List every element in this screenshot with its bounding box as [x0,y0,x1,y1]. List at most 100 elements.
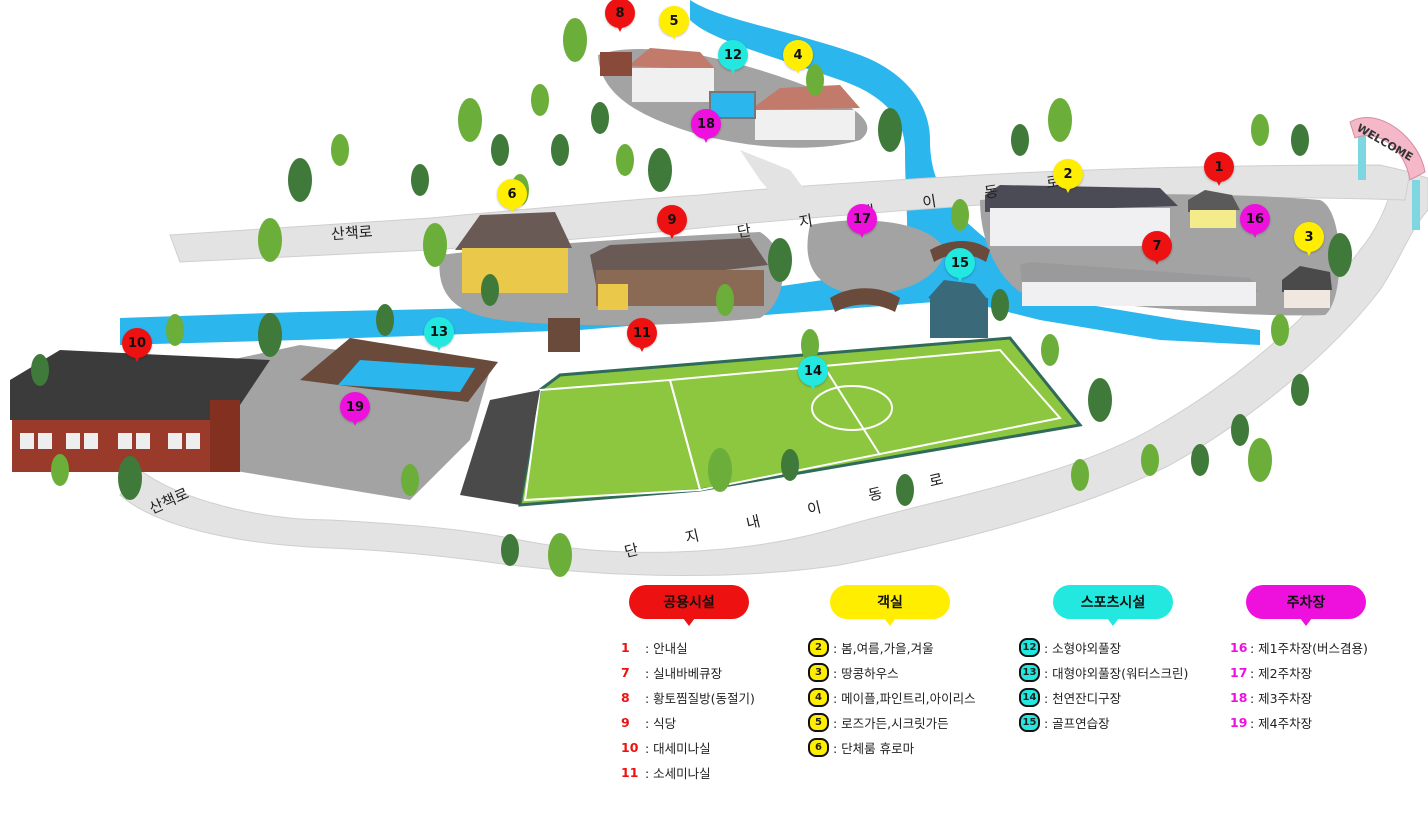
building-8 [600,52,632,76]
marker-1[interactable]: 1 [1204,152,1234,190]
tree [288,158,312,202]
legend-item: 9 : 식당 [621,710,755,735]
legend-label: : 제4주차장 [1250,716,1313,731]
tree [31,354,49,386]
marker-8[interactable]: 8 [605,0,635,36]
marker-9[interactable]: 9 [657,205,687,243]
tree [1141,444,1159,476]
legend-number: 8 [621,690,630,705]
legend-label: : 봄,여름,가을,겨울 [833,641,934,656]
marker-6[interactable]: 6 [497,179,527,217]
marker-tail [434,341,444,351]
trees [31,18,1352,577]
marker-15[interactable]: 15 [945,248,975,286]
tree [118,456,142,500]
marker-16[interactable]: 16 [1240,204,1270,242]
legend-item: 16: 제1주차장(버스겸용) [1230,635,1368,660]
marker-10[interactable]: 10 [122,328,152,366]
tree [491,134,509,166]
tree [166,314,184,346]
tree [1041,334,1059,366]
marker-tail [637,342,647,352]
tree [51,454,69,486]
pool-13 [300,338,498,402]
tree [376,304,394,336]
map-illustration: WELCOME [10,0,1428,577]
legend-label: : 단체룸 휴로마 [833,741,915,756]
marker-number: 12 [718,40,748,70]
legend-item: 19: 제4주차장 [1230,710,1368,735]
marker-11[interactable]: 11 [627,318,657,356]
marker-number: 18 [691,109,721,139]
marker-12[interactable]: 12 [718,40,748,78]
marker-tail [350,416,360,426]
legend-label: : 제2주차장 [1250,666,1313,681]
tree [401,464,419,496]
legend-number: 1 [621,640,630,655]
tree [1071,459,1089,491]
tree [458,98,482,142]
tree [258,218,282,262]
legend-item: 3: 땅콩하우스 [808,660,976,685]
legend-label: : 안내실 [645,641,688,656]
legend-number-badge: 13 [1019,663,1040,682]
legend-number-badge: 12 [1019,638,1040,657]
marker-3[interactable]: 3 [1294,222,1324,260]
marker-17[interactable]: 17 [847,204,877,242]
legend-number: 18 [1230,690,1248,705]
legend-number: 19 [1230,715,1248,730]
legend-label: : 골프연습장 [1044,716,1110,731]
legend-title: 스포츠시설 [1053,585,1173,626]
bridge-mid [830,288,900,312]
building-15 [928,280,988,338]
marker-tail [857,228,867,238]
marker-tail [701,133,711,143]
legend-number-badge: 14 [1019,688,1040,707]
river [120,0,1260,345]
marker-18[interactable]: 18 [691,109,721,147]
tree [1251,114,1269,146]
tree [1328,233,1352,277]
marker-2[interactable]: 2 [1053,159,1083,197]
marker-19[interactable]: 19 [340,392,370,430]
tree [501,534,519,566]
tree [1291,124,1309,156]
legend-number: 10 [621,740,639,755]
legend-label: : 대세미나실 [645,741,711,756]
legend-label: : 제1주차장(버스겸용) [1250,641,1368,656]
road-outer [119,169,1428,577]
marker-14[interactable]: 14 [798,356,828,394]
tree [1291,374,1309,406]
legend-label: : 식당 [645,716,677,731]
tree [481,274,499,306]
tree [1271,314,1289,346]
legend-number-badge: 3 [808,663,829,682]
marker-4[interactable]: 4 [783,40,813,78]
legend-label: : 대형야외풀장(워터스크린) [1044,666,1189,681]
legend-number-badge: 4 [808,688,829,707]
legend-title: 객실 [830,585,950,626]
tree [1248,438,1272,482]
marker-7[interactable]: 7 [1142,231,1172,269]
marker-5[interactable]: 5 [659,6,689,44]
legend-item: 12: 소형야외풀장 [1019,635,1188,660]
tree [648,148,672,192]
legend-label: : 실내바베큐장 [645,666,723,681]
legend-item: 17: 제2주차장 [1230,660,1368,685]
lot-17 [807,220,945,295]
legend-number: 7 [621,665,630,680]
legend-number: 9 [621,715,630,730]
tree [716,284,734,316]
legend-item: 18: 제3주차장 [1230,685,1368,710]
marker-tail [1250,228,1260,238]
marker-13[interactable]: 13 [424,317,454,355]
legend-number-badge: 15 [1019,713,1040,732]
legend-label: : 로즈가든,시크릿가든 [833,716,949,731]
tree [781,449,799,481]
tree [768,238,792,282]
legend-number: 17 [1230,665,1248,680]
